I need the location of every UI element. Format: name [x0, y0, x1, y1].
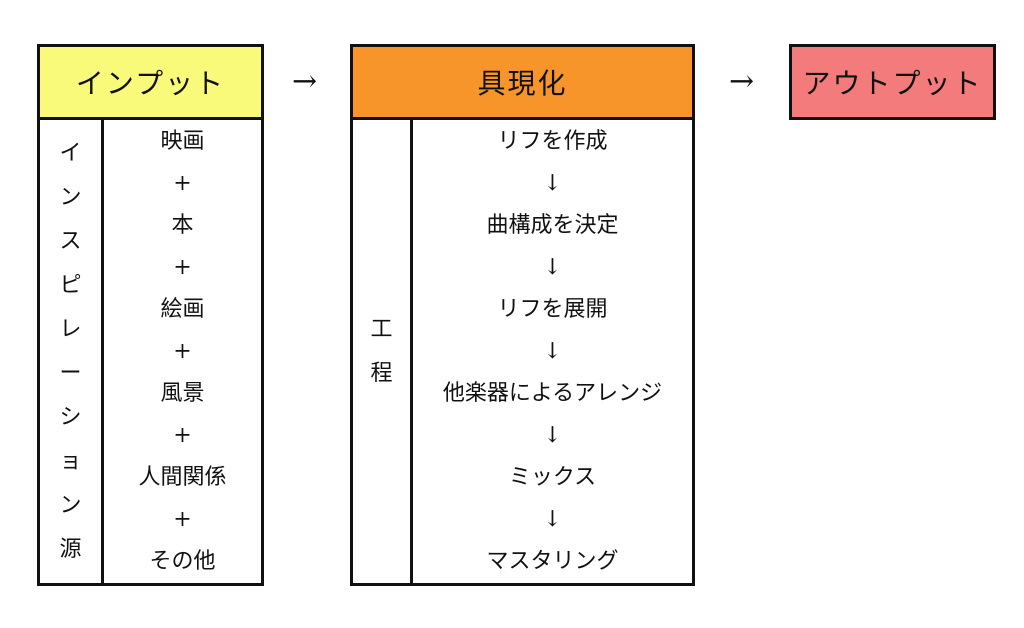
- input-item: 本: [171, 213, 194, 238]
- input-divider: [101, 117, 104, 586]
- inspiration-char: イ: [59, 140, 82, 166]
- down-arrow-icon: ↓: [543, 255, 562, 280]
- down-arrow-icon: ↓: [543, 339, 562, 364]
- down-arrow-icon: ↓: [543, 507, 562, 532]
- output-header: アウトプット: [789, 44, 996, 120]
- inspiration-char: シ: [59, 404, 82, 430]
- process-step: マスタリング: [486, 549, 619, 574]
- process-label: 工 程: [353, 120, 410, 583]
- process-body: [350, 117, 695, 586]
- down-arrow-icon: ↓: [543, 423, 562, 448]
- input-item-list: 映画 + 本 + 絵画 + 風景 + 人間関係 + その他: [104, 126, 261, 578]
- plus-sign: +: [173, 339, 192, 364]
- plus-sign: +: [173, 423, 192, 448]
- output-title: アウトプット: [802, 67, 983, 100]
- process-step: ミックス: [508, 465, 597, 490]
- process-step: リフを展開: [497, 297, 608, 322]
- process-label-char: 程: [370, 360, 393, 386]
- plus-sign: +: [173, 171, 192, 196]
- input-body: [37, 117, 264, 586]
- inspiration-char: レ: [59, 316, 82, 342]
- plus-sign: +: [173, 507, 192, 532]
- input-item: 絵画: [160, 297, 205, 322]
- process-step: 曲構成を決定: [486, 213, 619, 238]
- inspiration-char: ョ: [59, 448, 82, 474]
- input-item: 人間関係: [138, 465, 227, 490]
- inspiration-char: ー: [59, 360, 82, 386]
- input-item: 映画: [160, 129, 205, 154]
- process-step: 他楽器によるアレンジ: [442, 381, 663, 406]
- flow-arrow-icon: →: [292, 64, 318, 99]
- input-header: インプット: [37, 44, 264, 120]
- down-arrow-icon: ↓: [543, 171, 562, 196]
- inspiration-char: ン: [59, 184, 82, 210]
- plus-sign: +: [173, 255, 192, 280]
- inspiration-source-label: イ ン ス ピ レ ー シ ョ ン 源: [40, 120, 101, 583]
- inspiration-char: ピ: [59, 272, 82, 298]
- process-step-list: リフを作成 ↓ 曲構成を決定 ↓ リフを展開 ↓ 他楽器によるアレンジ ↓ ミッ…: [413, 126, 692, 578]
- process-step: リフを作成: [497, 129, 608, 154]
- process-divider: [410, 117, 413, 586]
- input-item: 風景: [160, 381, 205, 406]
- process-title: 具現化: [477, 67, 568, 100]
- process-header: 具現化: [350, 44, 695, 120]
- inspiration-char: ス: [59, 228, 82, 254]
- flow-arrow-icon: →: [729, 64, 755, 99]
- inspiration-char: 源: [59, 536, 82, 562]
- input-item: その他: [149, 549, 216, 574]
- inspiration-char: ン: [59, 492, 82, 518]
- input-title: インプット: [75, 67, 226, 100]
- process-label-char: 工: [370, 316, 393, 342]
